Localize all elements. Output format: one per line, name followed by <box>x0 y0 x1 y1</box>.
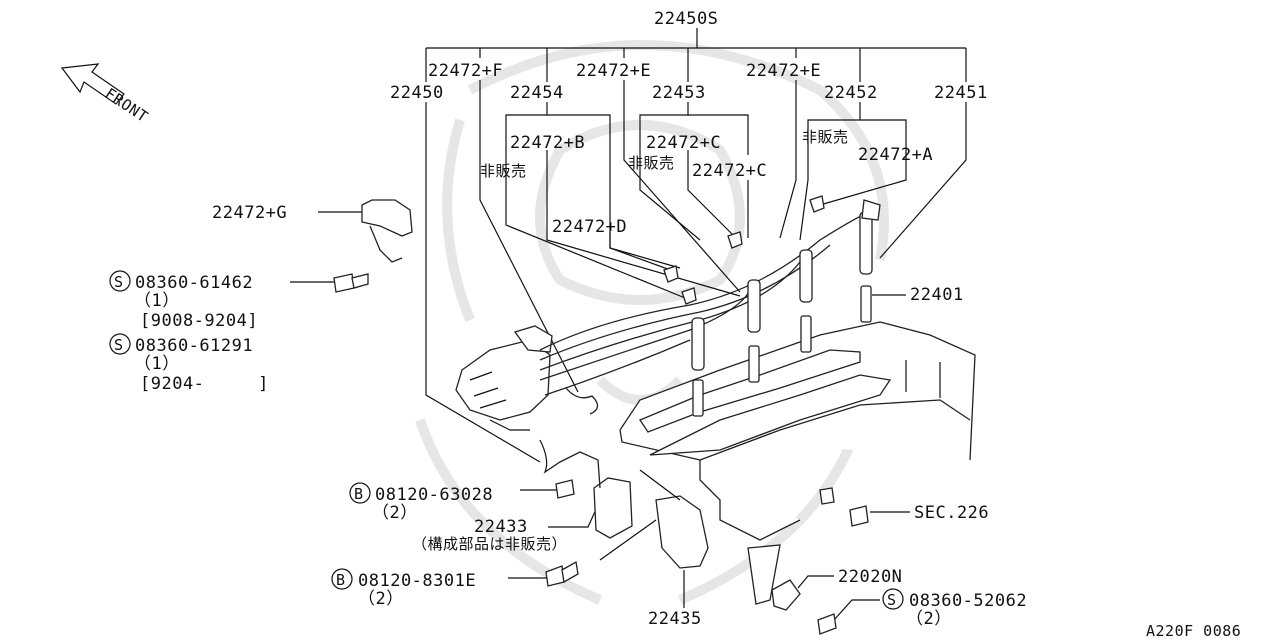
fastener-symbol-circle-1 <box>109 270 131 292</box>
label-22435: 22435 <box>648 609 702 629</box>
fastener-qty-5: （2） <box>906 609 952 629</box>
label-22472E-1: 22472+E <box>576 61 651 81</box>
fastener-qty-2: （1） <box>134 354 180 374</box>
fastener-number-2: 08360-61291 <box>135 336 253 356</box>
front-label: FRONT <box>102 84 152 126</box>
fastener-symbol-2: S <box>114 336 124 354</box>
fastener-symbol-3: B <box>354 485 364 503</box>
sensor-22020N <box>747 487 869 611</box>
label-coil-note: （構成部品は非販売） <box>412 535 567 553</box>
fastener-symbol-5: S <box>887 591 897 609</box>
label-22472C-1: 22472+C <box>646 133 721 153</box>
distributor <box>455 325 553 431</box>
label-22451: 22451 <box>934 83 988 103</box>
label-22472B: 22472+B <box>510 133 585 153</box>
label-22472E-2: 22472+E <box>746 61 821 81</box>
callout-bracket-22450S <box>425 28 967 82</box>
fastener-range-1: [9008-9204] <box>140 311 258 331</box>
label-22452: 22452 <box>824 83 878 103</box>
label-22433: 22433 <box>474 517 528 537</box>
front-arrow-icon <box>60 63 125 105</box>
fastener-symbol-circle-4 <box>331 568 353 590</box>
fastener-number-5: 08360-52062 <box>909 591 1027 611</box>
ignition-wire-harness <box>539 211 871 415</box>
label-22472A: 22472+A <box>858 145 933 165</box>
bracket-22472G <box>361 199 413 263</box>
label-not-for-sale-3: 非販売 <box>802 128 849 146</box>
ignition-coil <box>539 439 633 539</box>
bolts <box>333 273 837 635</box>
fastener-symbol-circle-3 <box>349 482 371 504</box>
fastener-symbol-1: S <box>114 273 124 291</box>
label-22472C-2: 22472+C <box>692 161 767 181</box>
fastener-number-4: 08120-8301E <box>358 571 476 591</box>
fastener-symbol-circle-2 <box>109 333 131 355</box>
label-22450S: 22450S <box>654 9 718 29</box>
label-22453: 22453 <box>652 83 706 103</box>
label-not-for-sale-2: 非販売 <box>628 154 675 172</box>
label-22454: 22454 <box>510 83 564 103</box>
diagram-code: A220F 0086 <box>1146 622 1241 639</box>
label-22020N: 22020N <box>838 567 902 587</box>
label-22472F: 22472+F <box>428 61 503 81</box>
fastener-symbol-4: B <box>336 571 346 589</box>
fastener-range-2: [9204- ] <box>140 374 269 394</box>
wire-clips <box>663 195 825 305</box>
label-not-for-sale-1: 非販売 <box>480 162 527 180</box>
fastener-symbol-circle-5 <box>882 588 904 610</box>
fastener-qty-3: （2） <box>372 503 418 523</box>
label-22472D: 22472+D <box>552 217 627 237</box>
label-22401: 22401 <box>910 285 964 305</box>
fastener-qty-4: （2） <box>358 589 404 609</box>
plug-boots-and-spark-plugs <box>691 199 881 417</box>
label-22472G: 22472+G <box>212 203 287 223</box>
label-sec226: SEC.226 <box>914 503 989 523</box>
ignition-unit-22435 <box>599 469 709 569</box>
label-22450: 22450 <box>390 83 444 103</box>
fastener-number-3: 08120-63028 <box>375 485 493 505</box>
fastener-number-1: 08360-61462 <box>135 273 253 293</box>
fastener-qty-1: （1） <box>134 291 180 311</box>
